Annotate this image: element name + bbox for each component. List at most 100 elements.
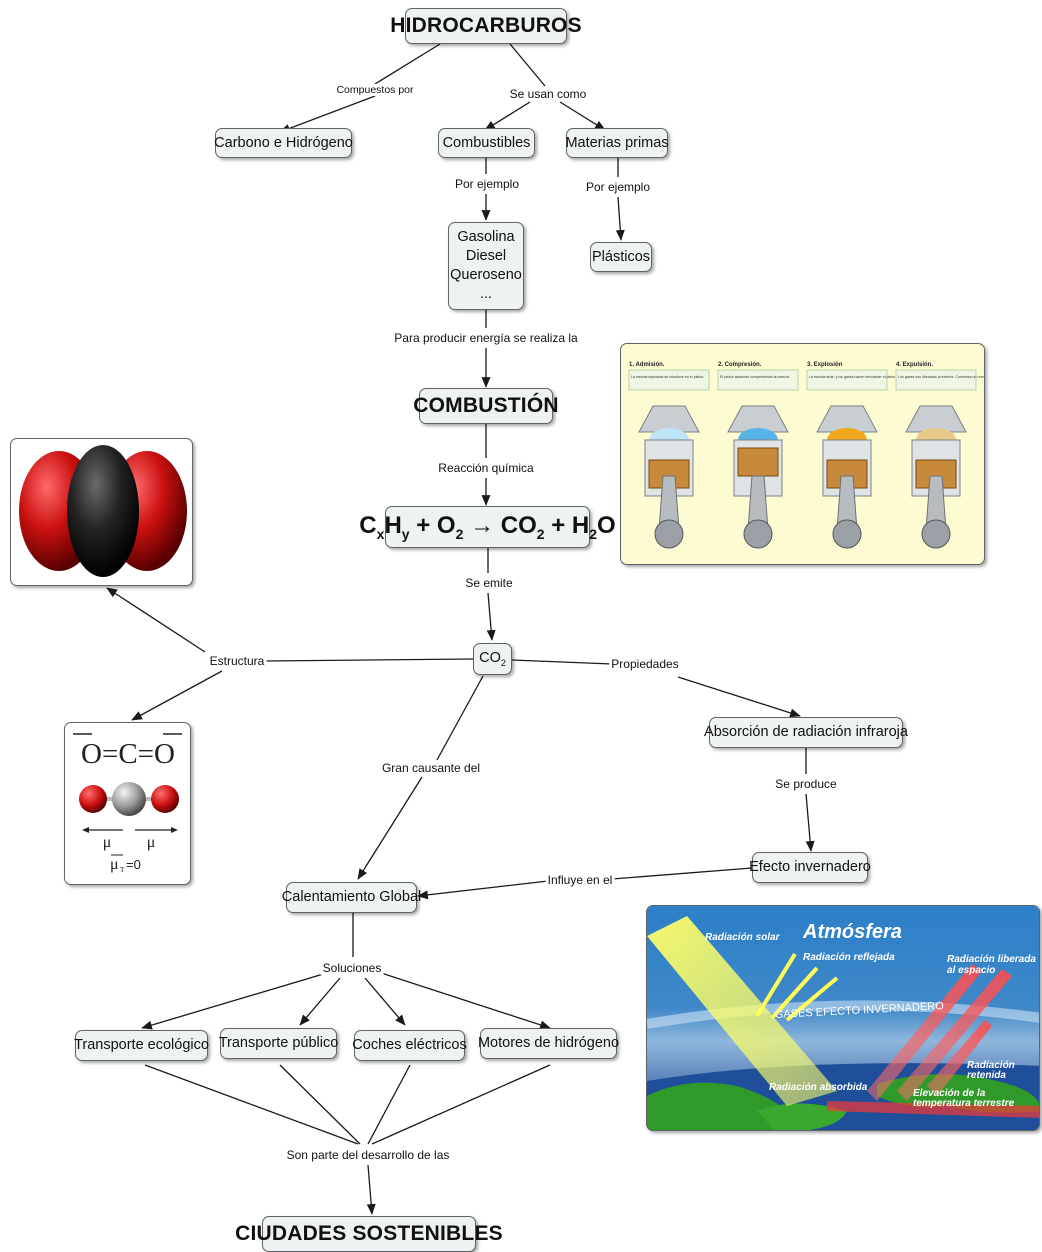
node-motores-hidrogeno[interactable]: Motores de hidrógeno <box>478 1028 619 1059</box>
engine-step-title: 4. Expulsión. <box>896 362 933 368</box>
node-efecto-invernadero[interactable]: Efecto invernadero <box>749 852 871 883</box>
atmosfera-title: Atmósfera <box>802 921 902 943</box>
crankshaft <box>921 519 951 549</box>
line-ejemplo-plasticos <box>615 196 625 241</box>
engine-step-desc-box <box>717 369 799 391</box>
line-compuestos-carbono <box>279 95 376 133</box>
engine-step-desc: La mezcla explosiva se introduce en el p… <box>631 375 704 379</box>
concept-map: HIDROCARBUROS Carbono e Hidrógeno Combus… <box>10 8 1040 1252</box>
node-co2[interactable]: CO2 <box>473 643 512 675</box>
mu-total: μ <box>110 856 119 873</box>
engine-step-title: 1. Admisión. <box>629 362 665 368</box>
dipole-arrowhead-left <box>82 827 89 833</box>
engine-step-desc: Los gases son liberados al exterior. Com… <box>898 375 985 379</box>
label-son-parte: Son parte del desarrollo de las <box>284 1148 452 1162</box>
line-hidro-seusan <box>509 43 546 87</box>
line-causante-calentamiento <box>357 776 423 880</box>
greenhouse-effect-image: Atmósfera Radiación solar Radiación refl… <box>646 905 1040 1131</box>
line-influye-calentamiento <box>417 880 549 900</box>
node-transporte-publico[interactable]: Transporte público <box>219 1028 338 1059</box>
heat-ray-retained <box>927 1020 992 1096</box>
solar-ray-beam <box>647 916 837 1106</box>
text-queroseno: Queroseno <box>450 267 522 283</box>
co2-molecule-image <box>10 438 193 586</box>
reflected-ray-1 <box>755 952 797 1018</box>
four-stroke-engine-image: 1. Admisión. La mezcla explosiva se intro… <box>620 343 985 565</box>
node-absorcion-infraroja[interactable]: Absorción de radiación infraroja <box>704 717 908 748</box>
line-emite-co2 <box>486 592 496 641</box>
temperature-arrow <box>827 1101 1039 1118</box>
engine-step-2: 2. Compresión.El pistón asciende comprim… <box>717 362 799 549</box>
line-efecto-influye <box>611 867 753 880</box>
node-combustion-formula[interactable]: CxHy + O2 → CO2 + H2O <box>359 506 616 548</box>
co2-text: CO2 <box>479 649 506 668</box>
engine-step-title: 3. Explosión <box>807 362 843 368</box>
mu-right: μ <box>147 834 156 851</box>
node-ciudades-sostenibles[interactable]: CIUDADES SOSTENIBLES <box>235 1216 503 1252</box>
label-se-usan-como: Se usan como <box>507 87 589 101</box>
node-plasticos[interactable]: Plásticos <box>590 242 652 272</box>
crankshaft <box>832 519 862 549</box>
line-estructura-lewis <box>131 670 223 721</box>
co2-lewis-dipole-image: O=C=O μ μ μ T =0 <box>64 722 191 885</box>
heat-ray-escape-2 <box>897 969 1012 1101</box>
line-sol-motores <box>377 971 551 1030</box>
label-se-emite: Se emite <box>463 576 515 590</box>
node-combustibles[interactable]: Combustibles <box>438 128 535 158</box>
engine-step-desc: El pistón asciende comprimiendo la mezcl… <box>720 375 790 379</box>
reflected-ray-3 <box>785 976 839 1022</box>
line-sol-coches <box>364 977 406 1026</box>
node-gasolina-diesel-queroseno[interactable]: Gasolina Diesel Queroseno ... <box>448 222 524 310</box>
crankshaft <box>654 519 684 549</box>
line-sonparte-ciudades <box>366 1164 376 1215</box>
label-propiedades: Propiedades <box>609 657 681 671</box>
label-estructura: Estructura <box>207 654 267 668</box>
label-elevacion-2: temperatura terrestre <box>913 1098 1015 1109</box>
mu-left: μ <box>103 834 112 851</box>
co2-spacefill-model <box>19 445 187 577</box>
node-transporte-ecologico[interactable]: Transporte ecológico <box>74 1030 209 1061</box>
line-seusan-materias <box>559 101 606 131</box>
lewis-structure-text: O=C=O <box>81 738 175 770</box>
formula-text: CxHy + O2 → CO2 + H2O <box>359 511 616 542</box>
label-radiacion-liberada-2: al espacio <box>947 965 995 976</box>
label-se-produce: Se produce <box>773 777 839 791</box>
connector-lines <box>106 43 815 1215</box>
engine-step-desc-box <box>628 369 710 391</box>
engine-diagram: 1. Admisión. La mezcla explosiva se intro… <box>628 362 985 549</box>
heat-ray-escape-1 <box>867 964 982 1101</box>
label-reaccion-quimica: Reacción química <box>436 461 536 475</box>
text-ellipsis: ... <box>479 285 493 302</box>
label-soluciones: Soluciones <box>320 961 384 975</box>
reflected-ray-2 <box>770 966 819 1020</box>
atmosphere-layer <box>647 1000 1039 1029</box>
carbon-atom <box>67 445 139 577</box>
text-gasolina: Gasolina <box>457 229 515 246</box>
crankshaft <box>743 519 773 549</box>
line-estructura-molecule <box>106 587 206 653</box>
line-seusan-combustibles <box>484 101 531 131</box>
label-influye-en-el: Influye en el <box>545 873 615 887</box>
label-radiacion-absorbida: Radiación absorbida <box>769 1082 868 1093</box>
lewis-diagram: O=C=O μ μ μ T =0 <box>73 733 182 874</box>
atmosphere-diagram: Atmósfera Radiación solar Radiación refl… <box>647 906 1039 1130</box>
engine-step-4: 4. Expulsión. Los gases son liberados al … <box>895 362 985 549</box>
engine-step-1: 1. Admisión. La mezcla explosiva se intro… <box>628 362 710 549</box>
line-motores-sonparte <box>371 1064 551 1145</box>
mu-total-sub: T <box>120 866 125 874</box>
line-produce-efecto <box>805 793 815 852</box>
node-coches-electricos[interactable]: Coches eléctricos <box>352 1030 467 1061</box>
node-calentamiento-global[interactable]: Calentamiento Global <box>282 882 421 913</box>
lewis-oxygen-left <box>79 785 107 813</box>
node-materias-primas[interactable]: Materias primas <box>565 128 669 158</box>
line-eco-sonparte <box>144 1064 359 1145</box>
piston <box>737 447 779 477</box>
label-por-ejemplo-1: Por ejemplo <box>452 177 522 191</box>
line-sol-pub <box>299 977 341 1026</box>
node-carbono-hidrogeno[interactable]: Carbono e Hidrógeno <box>214 128 353 158</box>
node-hidrocarburos[interactable]: HIDROCARBUROS <box>390 8 582 44</box>
label-gran-causante: Gran causante del <box>379 761 483 775</box>
line-co2-propiedades <box>511 659 613 665</box>
node-combustion[interactable]: COMBUSTIÓN <box>413 388 559 424</box>
